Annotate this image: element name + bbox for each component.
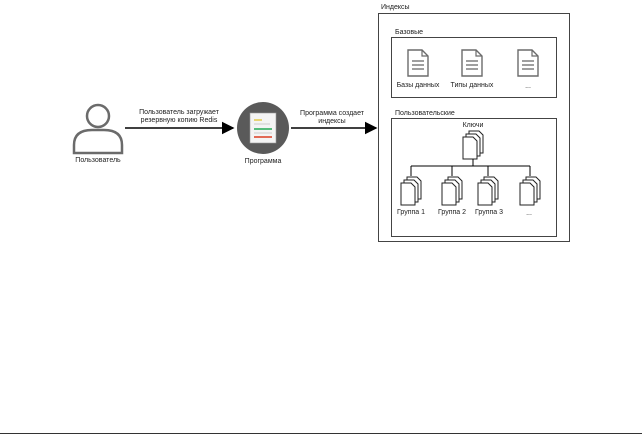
datatypes-label: Типы данных	[450, 82, 494, 89]
indexes-title: Индексы	[381, 4, 410, 11]
user-icon	[72, 103, 124, 155]
user-label: Пользователь	[75, 157, 121, 164]
keys-tree-connector	[410, 159, 531, 176]
user-indexes-container	[391, 118, 557, 237]
user-indexes-title: Пользовательские	[395, 110, 455, 117]
basic-indexes-title: Базовые	[395, 29, 424, 36]
upload-arrow-label: Пользователь загружает резервную копию R…	[139, 109, 219, 124]
bottom-divider	[0, 433, 642, 434]
basic-more-label: ...	[525, 83, 531, 90]
program-label: Программа	[244, 158, 282, 165]
databases-label: Базы данных	[396, 82, 440, 89]
create-indexes-arrow-label: Программа создает индексы	[300, 110, 364, 125]
program-icon	[237, 102, 289, 154]
keys-label: Ключи	[462, 122, 484, 129]
group-3-label: Группа 3	[474, 209, 504, 216]
group-more-label: ...	[526, 210, 532, 217]
indexes-container	[378, 13, 570, 242]
group-1-label: Группа 1	[396, 209, 426, 216]
basic-indexes-container	[391, 37, 557, 98]
group-2-label: Группа 2	[437, 209, 467, 216]
